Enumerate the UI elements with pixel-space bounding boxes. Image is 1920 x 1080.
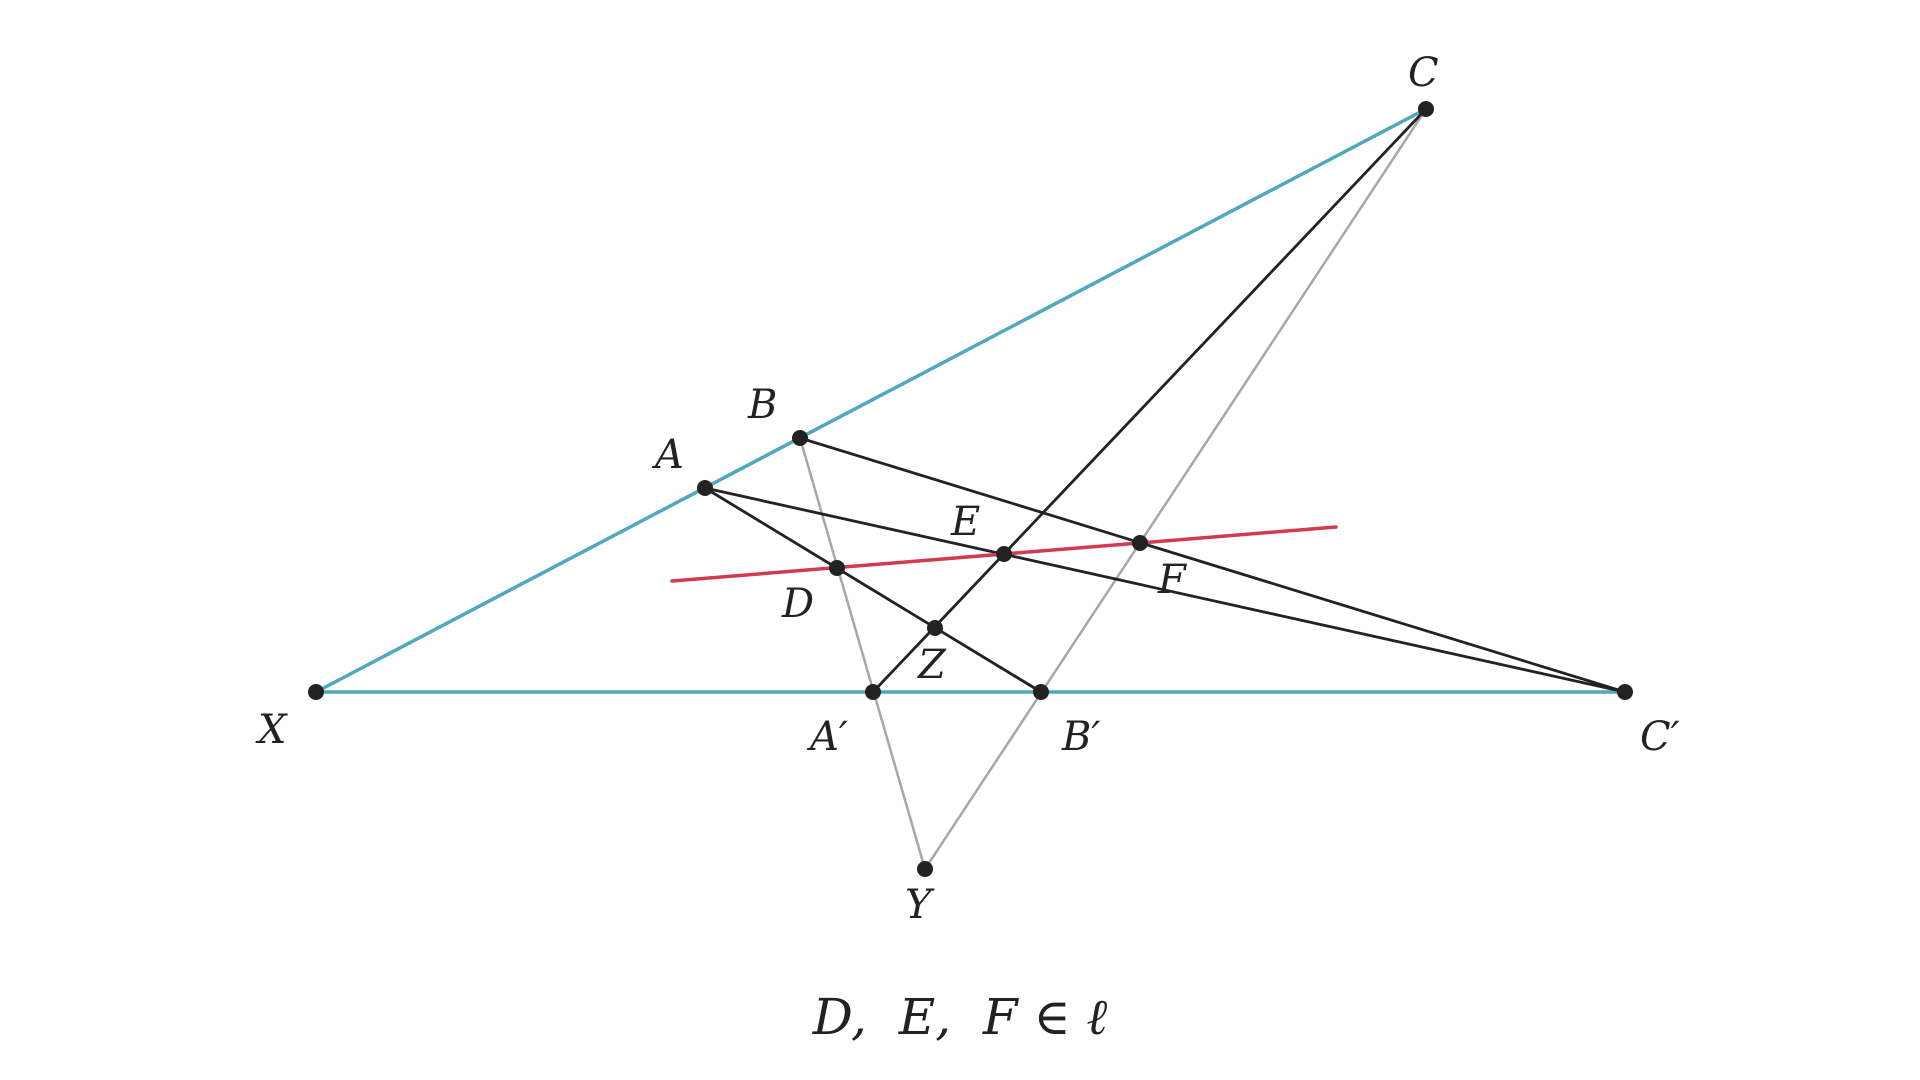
point-f	[1132, 535, 1148, 551]
point-b	[792, 430, 808, 446]
label-d: D	[781, 581, 814, 627]
line-c-y	[923, 107, 1428, 871]
label-f: F	[1157, 557, 1187, 603]
label-c: C	[1408, 50, 1439, 96]
line-x-c	[314, 107, 1428, 694]
point-b-prime	[1033, 684, 1049, 700]
point-d	[829, 560, 845, 576]
point-c-prime	[1617, 684, 1633, 700]
label-x: X	[255, 707, 288, 753]
point-a-prime	[865, 684, 881, 700]
gray-lines	[798, 107, 1428, 871]
line-a-c-prime	[703, 486, 1627, 694]
label-a-prime: A′	[806, 714, 848, 760]
point-c	[1418, 101, 1434, 117]
point-e	[996, 546, 1012, 562]
label-a: A	[651, 432, 684, 478]
label-y: Y	[905, 882, 935, 928]
line-b-c-prime	[798, 436, 1627, 694]
line-b-y	[798, 436, 927, 871]
caption: D, E, F ∈ ℓ	[812, 988, 1108, 1046]
point-labels: C B A E F D Z X A′ B′ C′ Y	[255, 50, 1680, 928]
label-z: Z	[916, 642, 947, 688]
point-x	[308, 684, 324, 700]
point-a	[697, 480, 713, 496]
point-z	[927, 620, 943, 636]
point-y	[917, 861, 933, 877]
label-b-prime: B′	[1061, 714, 1100, 760]
label-b: B	[747, 382, 777, 428]
label-c-prime: C′	[1640, 714, 1680, 760]
line-c-a-prime	[871, 107, 1428, 694]
points	[308, 101, 1633, 877]
black-lines	[703, 107, 1627, 694]
cyan-lines	[314, 107, 1627, 694]
label-e: E	[950, 499, 980, 545]
line-a-b-prime	[703, 486, 1043, 694]
